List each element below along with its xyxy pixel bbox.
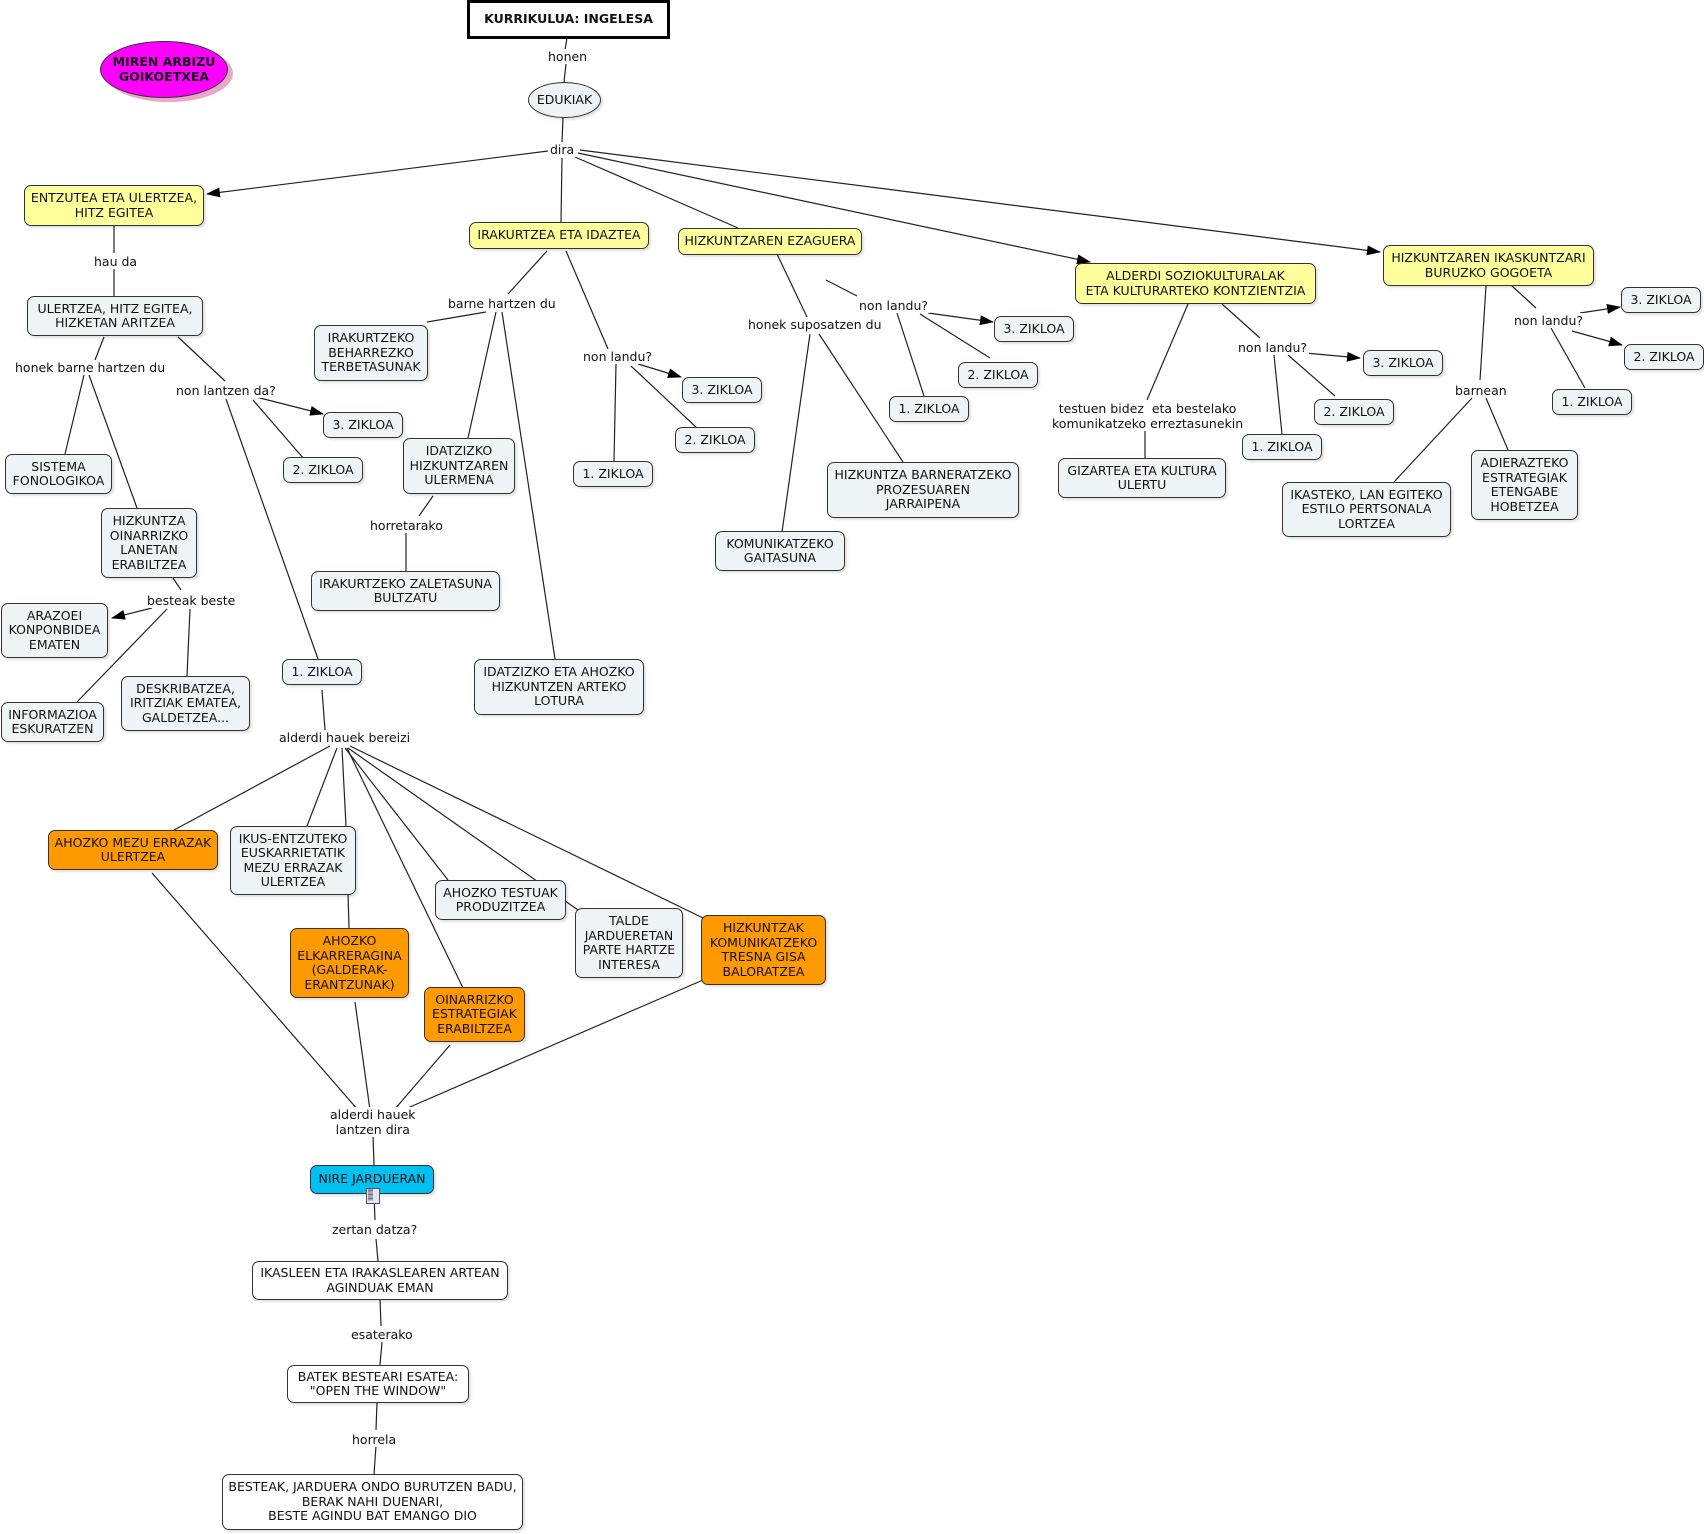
concept-hizkuntza-oinarrizko[interactable]: HIZKUNTZA OINARRIZKO LANETAN ERABILTZEA	[101, 508, 197, 578]
concept-idatzizko-ahozko-lotura[interactable]: IDATZIZKO ETA AHOZKO HIZKUNTZEN ARTEKO L…	[474, 659, 644, 715]
concept-entzutea[interactable]: ENTZUTEA ETA ULERTZEA, HITZ EGITEA	[24, 185, 204, 226]
concept-irakurtzeko-zaletasuna[interactable]: IRAKURTZEKO ZALETASUNA BULTZATU	[311, 571, 500, 611]
concept-ikus-entzuteko[interactable]: IKUS-ENTZUTEKO EUSKARRIETATIK MEZU ERRAZ…	[230, 826, 356, 895]
document-icon[interactable]: ≡≡≡	[366, 1188, 380, 1204]
concept-zikloa-3-a[interactable]: 3. ZIKLOA	[323, 412, 403, 438]
concept-gizartea-kultura[interactable]: GIZARTEA ETA KULTURA ULERTU	[1058, 458, 1226, 498]
link-label-esaterako: esaterako	[349, 1327, 415, 1342]
concept-zikloa-1-c[interactable]: 1. ZIKLOA	[889, 396, 969, 422]
concept-ikaskuntzari-gogoeta[interactable]: HIZKUNTZAREN IKASKUNTZARI BURUZKO GOGOET…	[1383, 245, 1594, 286]
concept-zikloa-3-b[interactable]: 3. ZIKLOA	[682, 377, 762, 403]
link-label-zertan: zertan datza?	[330, 1222, 420, 1237]
link-label-besteak-beste: besteak beste	[145, 593, 238, 608]
link-label-alderdi-lantzen: alderdi hauek lantzen dira	[328, 1107, 418, 1137]
concept-zikloa-2-b[interactable]: 2. ZIKLOA	[675, 427, 755, 453]
concept-zikloa-2-e[interactable]: 2. ZIKLOA	[1624, 344, 1704, 370]
link-label-non-landu-c: non landu?	[857, 298, 931, 313]
concept-informazioa[interactable]: INFORMAZIOA ESKURATZEN	[1, 702, 104, 742]
concept-ikasleen-aginduak[interactable]: IKASLEEN ETA IRAKASLEAREN ARTEAN AGINDUA…	[252, 1261, 508, 1300]
concept-zikloa-2-c[interactable]: 2. ZIKLOA	[958, 362, 1038, 388]
concept-barneratzeko-prozesua[interactable]: HIZKUNTZA BARNERATZEKO PROZESUAREN JARRA…	[827, 462, 1019, 518]
concept-zikloa-3-e[interactable]: 3. ZIKLOA	[1621, 287, 1701, 313]
concept-zikloa-3-c[interactable]: 3. ZIKLOA	[994, 316, 1074, 342]
concept-oinarrizko-estrategiak[interactable]: OINARRIZKO ESTRATEGIAK ERABILTZEA	[424, 987, 525, 1042]
concept-author[interactable]: MIREN ARBIZU GOIKOETXEA	[100, 41, 228, 98]
link-label-barne-hartzen: barne hartzen du	[446, 296, 558, 311]
link-label-testuen-bidez: testuen bidez eta bestelako komunikatzek…	[1050, 401, 1246, 431]
concept-zikloa-2-d[interactable]: 2. ZIKLOA	[1314, 399, 1394, 425]
concept-ahozko-testuak[interactable]: AHOZKO TESTUAK PRODUZITZEA	[435, 880, 566, 920]
link-label-honek-suposatzen: honek suposatzen du	[746, 317, 884, 332]
link-label-non-landu-e: non landu?	[1512, 313, 1586, 328]
concept-komunikatzeko-gaitasuna[interactable]: KOMUNIKATZEKO GAITASUNA	[715, 531, 845, 571]
link-label-non-landu-b: non landu?	[581, 349, 655, 364]
concept-zikloa-1-b[interactable]: 1. ZIKLOA	[573, 461, 653, 487]
link-label-honek-barne: honek barne hartzen du	[13, 360, 168, 375]
concept-besteak-agindua[interactable]: BESTEAK, JARDUERA ONDO BURUTZEN BADU, BE…	[222, 1474, 523, 1530]
concept-ulertzea[interactable]: ULERTZEA, HITZ EGITEA, HIZKETAN ARITZEA	[27, 296, 203, 336]
link-label-horretarako: horretarako	[368, 518, 445, 533]
concept-zikloa-1-d[interactable]: 1. ZIKLOA	[1242, 434, 1322, 460]
link-label-non-landu-d: non landu?	[1236, 340, 1310, 355]
concept-title[interactable]: KURRIKULUA: INGELESA	[467, 0, 670, 39]
concept-irakurtzea[interactable]: IRAKURTZEA ETA IDAZTEA	[469, 222, 649, 249]
link-label-alderdi-bereizi: alderdi hauek bereizi	[277, 730, 413, 745]
concept-hizkuntzaren-ezaguera[interactable]: HIZKUNTZAREN EZAGUERA	[678, 228, 862, 255]
concept-nire-jardueran[interactable]: NIRE JARDUERAN	[310, 1165, 434, 1194]
concept-ahozko-mezu-errazak[interactable]: AHOZKO MEZU ERRAZAK ULERTZEA	[48, 830, 218, 870]
concept-ikasteko-estiloa[interactable]: IKASTEKO, LAN EGITEKO ESTILO PERTSONALA …	[1282, 482, 1451, 537]
concept-zikloa-1-e[interactable]: 1. ZIKLOA	[1552, 389, 1632, 415]
link-label-dira: dira	[548, 142, 577, 157]
concept-zikloa-3-d[interactable]: 3. ZIKLOA	[1363, 350, 1443, 376]
concept-edukiak[interactable]: EDUKIAK	[528, 82, 601, 118]
concept-zikloa-2-a[interactable]: 2. ZIKLOA	[283, 457, 363, 483]
concept-talde-jardueretan[interactable]: TALDE JARDUERETAN PARTE HARTZE INTERESA	[575, 908, 683, 978]
concept-idatzizko-ulermena[interactable]: IDATZIZKO HIZKUNTZAREN ULERMENA	[403, 438, 515, 494]
link-label-honen: honen	[546, 49, 590, 64]
concept-deskribatzea[interactable]: DESKRIBATZEA, IRITZIAK EMATEA, GALDETZEA…	[121, 676, 250, 731]
concept-batek-besteari[interactable]: BATEK BESTEARI ESATEA: "OPEN THE WINDOW"	[287, 1365, 469, 1403]
concept-alderdi-soziokulturalak[interactable]: ALDERDI SOZIOKULTURALAK ETA KULTURARTEKO…	[1075, 263, 1316, 304]
concept-arazoei[interactable]: ARAZOEI KONPONBIDEA EMATEN	[1, 603, 108, 658]
concept-zikloa-1-a[interactable]: 1. ZIKLOA	[282, 659, 362, 685]
link-label-non-lantzen: non lantzen da?	[174, 383, 278, 398]
concept-sistema-fonologikoa[interactable]: SISTEMA FONOLOGIKOA	[5, 454, 112, 494]
concept-adierazteko-estrategiak[interactable]: ADIERAZTEKO ESTRATEGIAK ETENGABE HOBETZE…	[1471, 450, 1578, 520]
concept-irakurtzeko-beharrezko[interactable]: IRAKURTZEKO BEHARREZKO TERBETASUNAK	[314, 325, 428, 381]
link-label-horrela: horrela	[350, 1432, 399, 1447]
link-label-barnean: barnean	[1453, 383, 1509, 398]
concept-hizkuntzak-komunikatzeko[interactable]: HIZKUNTZAK KOMUNIKATZEKO TRESNA GISA BAL…	[701, 915, 826, 985]
link-label-hau-da: hau da	[92, 254, 140, 269]
concept-ahozko-elkarreragina[interactable]: AHOZKO ELKARRERAGINA (GALDERAK- ERANTZUN…	[290, 928, 409, 998]
